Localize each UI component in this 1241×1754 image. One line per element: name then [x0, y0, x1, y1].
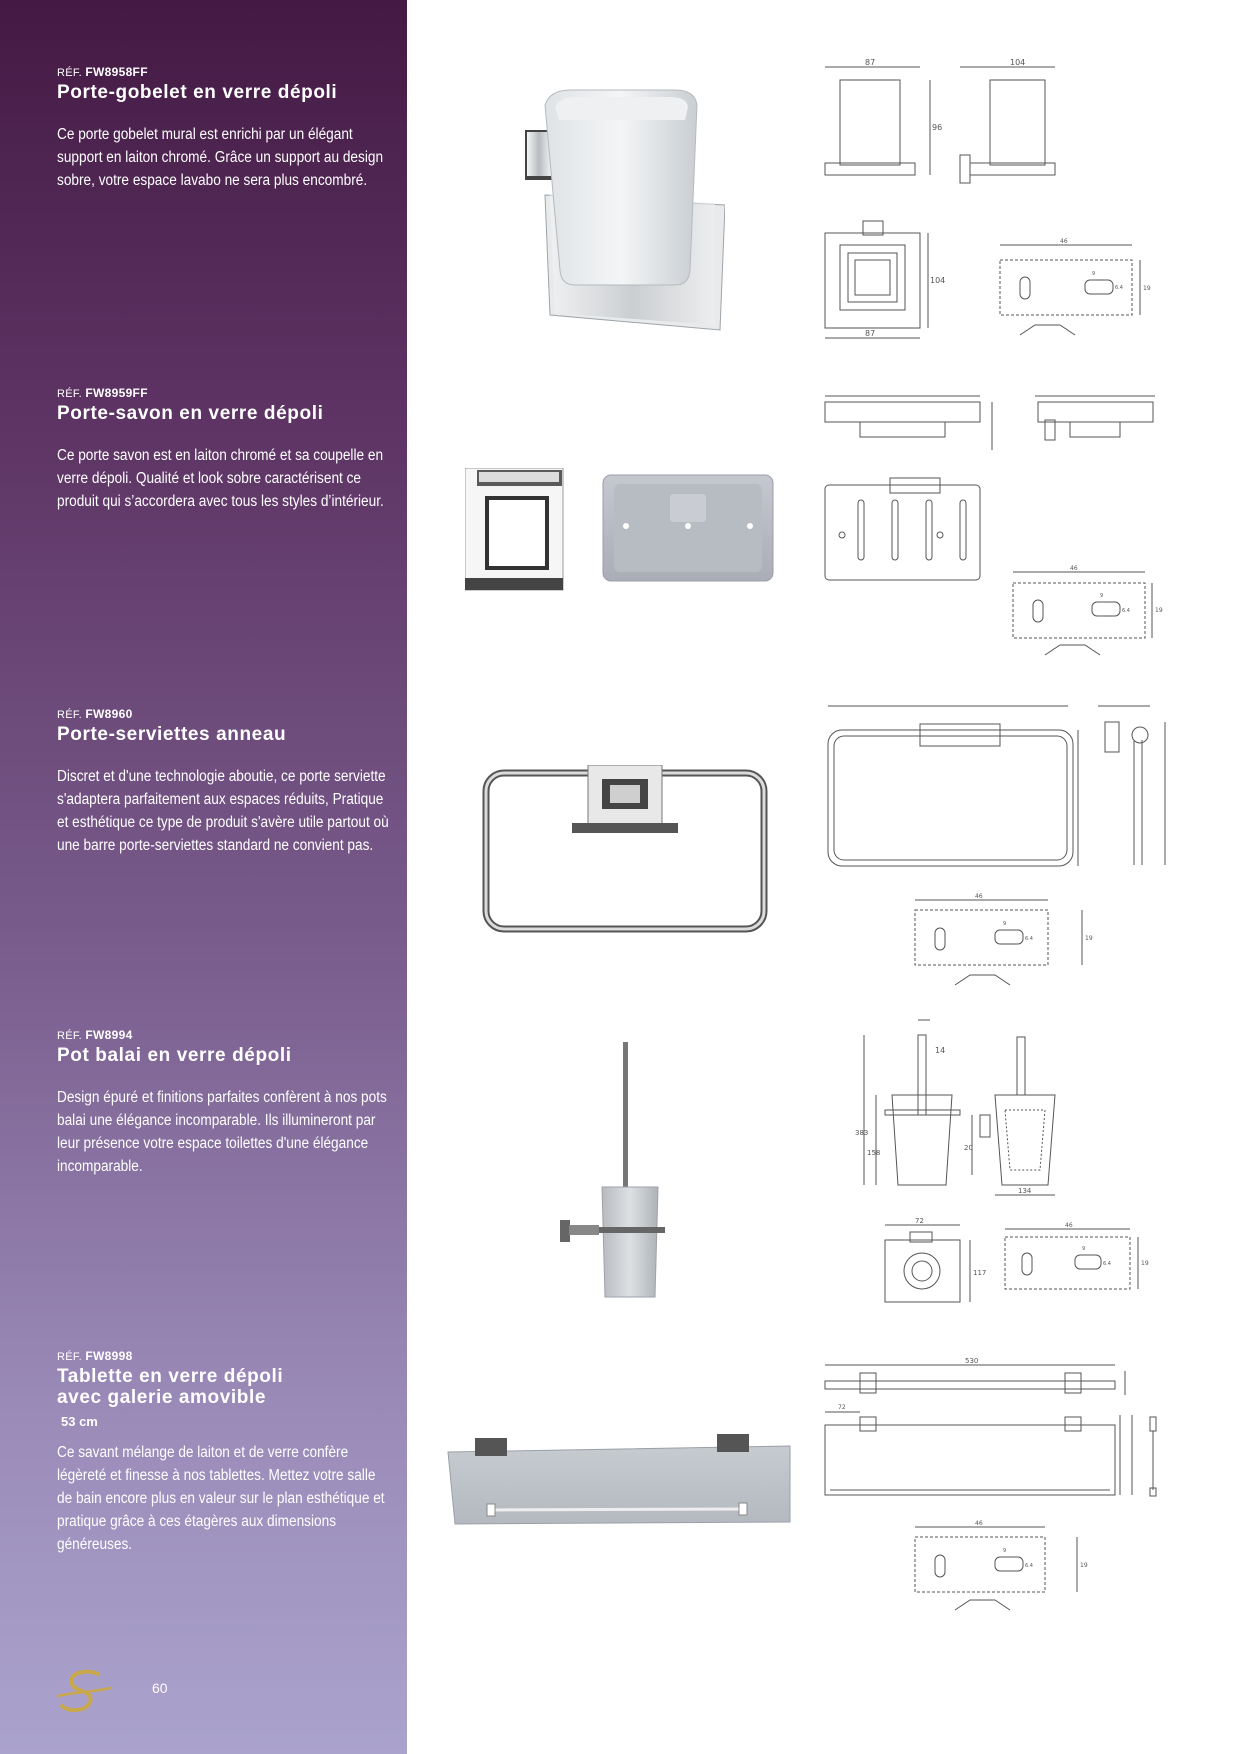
- svg-text:6.4: 6.4: [1122, 608, 1130, 614]
- product-size: 53 cm: [61, 1414, 98, 1429]
- svg-text:19: 19: [1080, 1562, 1088, 1569]
- product-photo-toilet-brush: [560, 1042, 665, 1298]
- product-description: Ce savant mélange de laiton et de verre …: [57, 1444, 385, 1553]
- svg-text:530: 530: [965, 1357, 978, 1365]
- brand-logo-icon: [56, 1669, 112, 1713]
- svg-text:19: 19: [1085, 935, 1093, 942]
- sidebar: RÉF. FW8958FF Porte-gobelet en verre dép…: [0, 0, 407, 1754]
- svg-text:19: 19: [1155, 607, 1163, 614]
- product-photo-glass-shelf: [447, 1434, 791, 1525]
- svg-text:158: 158: [867, 1149, 880, 1157]
- svg-text:72: 72: [838, 1404, 846, 1411]
- svg-text:46: 46: [975, 893, 983, 900]
- svg-text:87: 87: [865, 58, 875, 67]
- product-info-3: RÉF. FW8960 Porte-serviettes anneau Disc…: [57, 707, 397, 857]
- svg-text:9: 9: [1092, 271, 1095, 277]
- svg-text:46: 46: [1065, 1222, 1073, 1229]
- product-photo-tumbler: [525, 89, 725, 331]
- product-ref: RÉF. FW8960: [57, 707, 133, 721]
- product-ref: RÉF. FW8994: [57, 1028, 133, 1042]
- svg-text:383: 383: [855, 1129, 868, 1137]
- svg-text:72: 72: [915, 1217, 924, 1225]
- svg-text:6.4: 6.4: [1025, 1563, 1033, 1569]
- technical-drawing-5: 530 72 46 9 6.4 19: [824, 1357, 1157, 1611]
- product-description: Discret et d'une technologie aboutie, ce…: [57, 768, 389, 854]
- svg-text:19: 19: [1141, 1260, 1149, 1267]
- product-info-5: RÉF. FW8998 Tablette en verre dépoli ave…: [57, 1349, 385, 1556]
- product-ref: RÉF. FW8958FF: [57, 65, 148, 79]
- svg-text:9: 9: [1003, 921, 1006, 927]
- page-number: 60: [152, 1680, 168, 1696]
- svg-text:117: 117: [973, 1269, 986, 1277]
- product-title: Porte-serviettes anneau: [57, 724, 287, 745]
- svg-text:134: 134: [1018, 1187, 1032, 1195]
- product-info-2: RÉF. FW8959FF Porte-savon en verre dépol…: [57, 386, 397, 513]
- svg-text:46: 46: [1060, 238, 1068, 245]
- svg-text:9: 9: [1003, 1548, 1006, 1554]
- svg-text:14: 14: [935, 1046, 945, 1055]
- svg-text:20: 20: [964, 1144, 973, 1152]
- svg-text:46: 46: [975, 1520, 983, 1527]
- product-info-1: RÉF. FW8958FF Porte-gobelet en verre dép…: [57, 65, 397, 192]
- technical-drawing-1: 87 96 104 87 104 46 9 6.4 19: [824, 58, 1151, 339]
- technical-drawing-4: 14 383 158 20 134 72 117 46 9 6.4 19: [855, 1019, 1149, 1303]
- product-photo-towel-ring: [482, 765, 768, 933]
- product-photo-soap-dish: [602, 474, 774, 582]
- product-description: Ce porte gobelet mural est enrichi par u…: [57, 126, 384, 189]
- product-title: Pot balai en verre dépoli: [57, 1045, 292, 1066]
- product-description: Design épuré et finitions parfaites conf…: [57, 1089, 387, 1175]
- svg-text:19: 19: [1143, 285, 1151, 292]
- svg-text:9: 9: [1082, 1246, 1085, 1252]
- technical-drawing-2: 46 9 6.4 19: [824, 395, 1163, 656]
- svg-text:87: 87: [865, 329, 875, 338]
- product-title: Porte-gobelet en verre dépoli: [57, 82, 338, 103]
- svg-text:9: 9: [1100, 593, 1103, 599]
- product-ref: RÉF. FW8959FF: [57, 386, 148, 400]
- svg-text:6.4: 6.4: [1103, 1261, 1111, 1267]
- svg-text:104: 104: [930, 276, 945, 285]
- product-photo-soap-holder: [465, 468, 564, 591]
- svg-text:104: 104: [1010, 58, 1025, 67]
- product-ref: RÉF. FW8998: [57, 1349, 133, 1363]
- product-description: Ce porte savon est en laiton chromé et s…: [57, 447, 384, 510]
- svg-text:96: 96: [932, 123, 942, 132]
- product-title: Tablette en verre dépoli avec galerie am…: [57, 1366, 284, 1408]
- product-title: Porte-savon en verre dépoli: [57, 403, 324, 424]
- svg-text:6.4: 6.4: [1115, 285, 1123, 291]
- technical-drawing-3: 46 9 6.4 19: [827, 705, 1166, 986]
- product-info-4: RÉF. FW8994 Pot balai en verre dépoli De…: [57, 1028, 397, 1178]
- svg-text:6.4: 6.4: [1025, 936, 1033, 942]
- svg-text:46: 46: [1070, 565, 1078, 572]
